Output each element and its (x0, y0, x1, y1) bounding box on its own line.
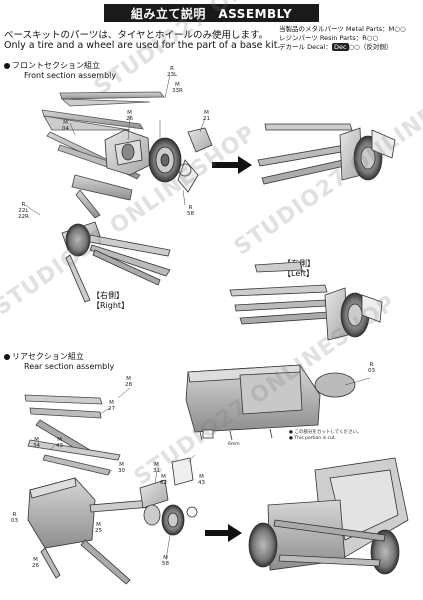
legend-resin: レジンパーツ Resin Parts：R○○ (279, 34, 379, 42)
rear-section-title-jp: リアセクション組立 (12, 352, 84, 361)
legend-decal: デカール Decal：Dec○○（反対側） (279, 43, 406, 52)
front-assembled-left (229, 261, 383, 341)
arrow-icon (205, 524, 242, 542)
cut-note-en: ● This portion is cut. (289, 436, 337, 441)
dimension-label: 6mm (228, 442, 240, 447)
legend-decal-tag: Dec (331, 43, 349, 51)
front-assembled-top (257, 123, 396, 185)
rear-brake-disc (161, 504, 198, 536)
right-side-label: 【右側】 【Right】 (92, 291, 129, 311)
front-brake-disc (148, 137, 182, 183)
right-side-label-en: 【Right】 (92, 301, 130, 310)
rear-section-title: リアセクション組立 Rear section assembly (4, 352, 114, 372)
rear-links-left (24, 394, 121, 476)
front-section-title-en: Front section assembly (24, 71, 117, 80)
front-section-title-jp: フロントセクション組立 (12, 61, 100, 70)
rear-gearbox-left (27, 477, 152, 585)
rear-upright (139, 457, 194, 526)
cut-note-jp: ● この部分をカットしてください。 (289, 430, 362, 435)
legend-metal: 当製品のメタルパーツ Metal Parts：M○○ (279, 25, 406, 33)
arrow-icon (212, 156, 252, 174)
front-caliper (177, 127, 213, 193)
right-side-label-jp: 【右側】 (92, 291, 124, 300)
rear-assembled (248, 457, 409, 575)
front-section-title: フロントセクション組立 Front section assembly (4, 61, 116, 81)
front-upright (104, 129, 151, 176)
rear-section-title-en: Rear section assembly (24, 362, 115, 371)
intro-text-en: Only a tire and a wheel are used for the… (4, 40, 281, 51)
page-title: 組み立て説明 ASSEMBLY (104, 4, 319, 22)
legend-decal-prefix: デカール Decal： (279, 43, 332, 51)
cut-note: ● この部分をカットしてください。 ● This portion is cut. (289, 430, 362, 442)
intro-text-jp: ベースキットのパーツは、タイヤとホイールのみ使用します。 (4, 30, 269, 41)
bullet-icon (4, 62, 10, 69)
legend-decal-suffix: ○○（反対側） (348, 43, 393, 51)
left-side-label-en: 【Left】 (283, 269, 315, 278)
right-assembly (61, 221, 171, 303)
bullet-icon (4, 353, 10, 360)
front-diagonal-strut (71, 174, 133, 219)
parts-legend: 当製品のメタルパーツ Metal Parts：M○○ レジンパーツ Resin … (279, 25, 406, 52)
rear-gearbox (185, 364, 356, 441)
leader-lines (24, 74, 371, 561)
